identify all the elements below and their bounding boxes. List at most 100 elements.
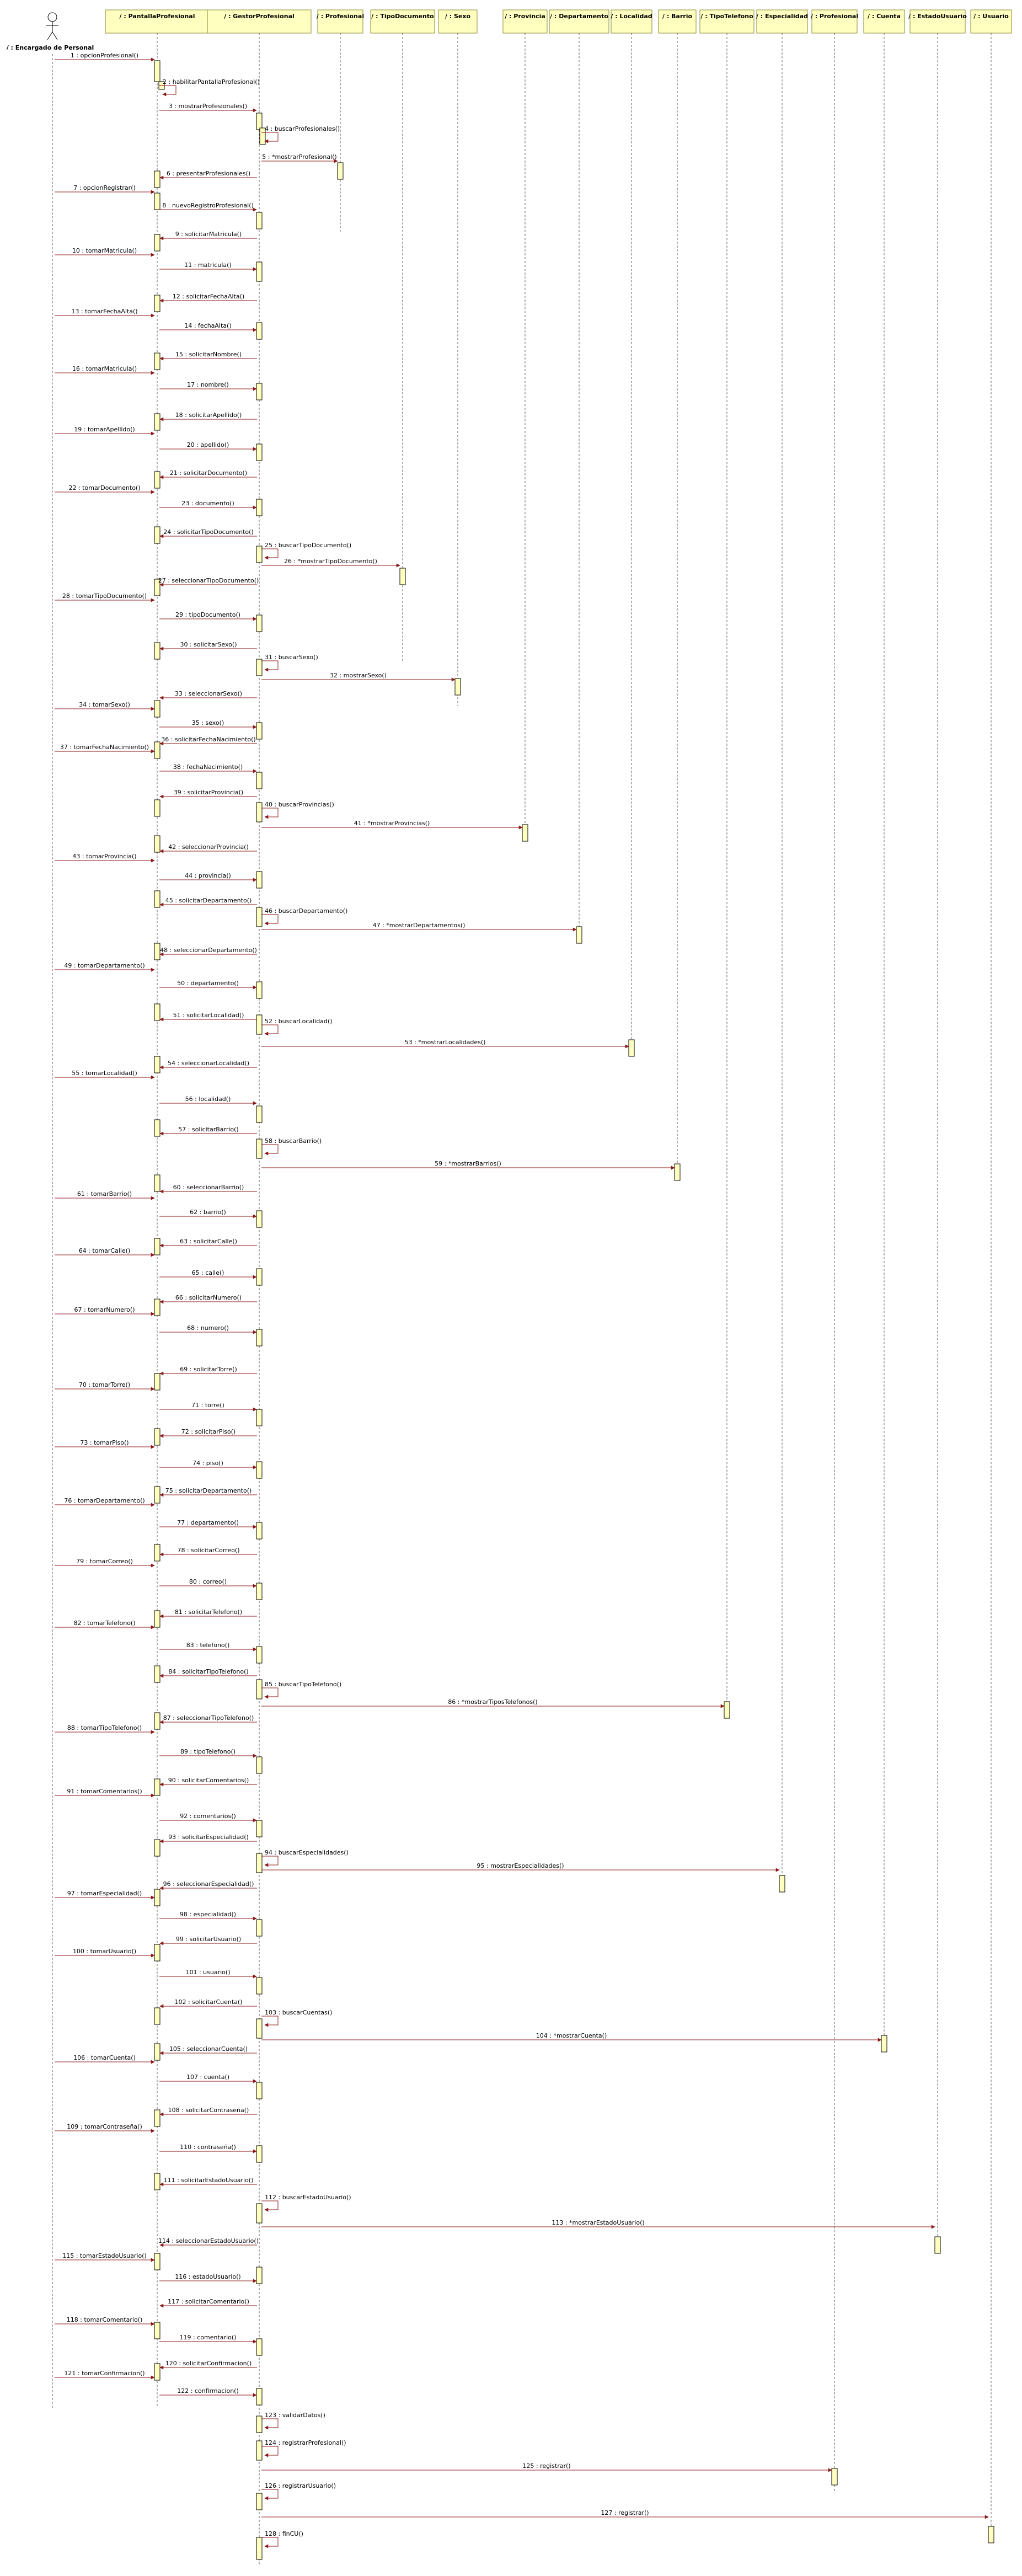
participant: / : Sexo — [438, 9, 478, 706]
message-label: 6 : presentarProfesionales() — [167, 170, 250, 177]
message-arrow — [261, 1856, 279, 1867]
message: 35 : sexo() — [159, 719, 257, 729]
activation-bar — [256, 2018, 263, 2039]
message-label: 21 : solicitarDocumento() — [170, 469, 247, 477]
message: 47 : *mostrarDepartamentos() — [261, 922, 577, 932]
activation-bar — [154, 835, 160, 853]
message: 24 : solicitarTipoDocumento() — [159, 528, 257, 538]
message: 113 : *mostrarEstadoUsuario() — [261, 2219, 935, 2229]
participant-box — [317, 9, 363, 34]
message-label: 64 : tomarCalle() — [79, 1247, 131, 1254]
activation-bar — [256, 2537, 263, 2560]
activation-bar — [256, 722, 263, 740]
activation-bar — [256, 2267, 263, 2284]
message: 29 : tipoDocumento() — [159, 611, 257, 621]
message-label: 108 : solicitarContraseña() — [168, 2107, 249, 2114]
message-label: 128 : finCU() — [265, 2530, 303, 2537]
message-label: 88 : tomarTipoTelefono() — [67, 1724, 142, 1731]
message-label: 80 : correo() — [189, 1578, 227, 1585]
message-label: 47 : *mostrarDepartamentos() — [373, 922, 465, 929]
message: 52 : buscarLocalidad() — [261, 1018, 333, 1036]
message: 121 : tomarConfirmacion() — [55, 2370, 155, 2380]
message-label: 125 : registrar() — [522, 2462, 570, 2470]
message-label: 122 : confirmacion() — [177, 2387, 239, 2395]
message: 19 : tomarApellido() — [55, 426, 155, 436]
message: 67 : tomarNumero() — [55, 1306, 155, 1316]
activation-bar — [256, 443, 263, 461]
message-label: 1 : opcionProfesional() — [71, 52, 138, 59]
message-label: 15 : solicitarNombre() — [175, 351, 242, 358]
message: 45 : solicitarDepartamento() — [159, 897, 257, 907]
activation-bar — [724, 1701, 730, 1719]
message-arrow — [261, 1687, 279, 1699]
activation-bar — [154, 170, 160, 188]
message: 69 : solicitarTorre() — [159, 1366, 257, 1376]
participant-box — [863, 9, 905, 34]
message-label: 53 : *mostrarLocalidades() — [405, 1039, 486, 1046]
message-label: 50 : departamento() — [177, 980, 239, 987]
message: 9 : solicitarMatricula() — [159, 231, 257, 241]
activation-bar — [154, 1778, 160, 1796]
activation-bar — [154, 1056, 160, 1073]
participant-label: / : TipoTelefono — [700, 13, 753, 20]
message: 125 : registrar() — [261, 2462, 832, 2472]
activation-bar — [154, 579, 160, 596]
message: 107 : cuenta() — [159, 2073, 257, 2083]
message: 99 : solicitarUsuario() — [159, 1936, 257, 1946]
message: 48 : seleccionarDepartamento() — [159, 947, 257, 956]
message-label: 19 : tomarApellido() — [74, 426, 135, 433]
message-label: 10 : tomarMatricula() — [72, 247, 137, 254]
message: 61 : tomarBarrio() — [55, 1190, 155, 1200]
activation-bar — [256, 772, 263, 789]
message: 97 : tomarEspecialidad() — [55, 1890, 155, 1900]
message: 85 : buscarTipoTelefono() — [261, 1681, 341, 1699]
message: 115 : tomarEstadoUsuario() — [55, 2252, 155, 2262]
message-label: 23 : documento() — [181, 500, 234, 507]
message: 79 : tomarCorreo() — [55, 1558, 155, 1568]
message: 80 : correo() — [159, 1578, 257, 1588]
activation-bar — [154, 2253, 160, 2270]
message: 25 : buscarTipoDocumento() — [261, 542, 351, 560]
message: 94 : buscarEspecialidades() — [261, 1849, 349, 1867]
message-label: 93 : solicitarEspecialidad() — [168, 1834, 249, 1841]
activation-bar — [154, 1839, 160, 1857]
message-label: 8 : nuevoRegistroProfesional() — [162, 202, 254, 209]
activation-bar — [154, 1889, 160, 1906]
activation-bar — [934, 2236, 941, 2254]
message-label: 114 : seleccionarEstadoUsuario() — [158, 2237, 259, 2244]
message: 34 : tomarSexo() — [55, 701, 155, 711]
message: 27 : seleccionarTipoDocumento() — [158, 577, 259, 587]
activation-bar — [256, 2440, 263, 2461]
message-label: 22 : tomarDocumento() — [68, 484, 140, 491]
message-arrow — [261, 2489, 279, 2500]
activation-bar — [576, 926, 582, 944]
message-label: 17 : nombre() — [187, 381, 229, 388]
message-label: 101 : usuario() — [185, 1969, 230, 1976]
stick-figure-icon — [47, 12, 57, 22]
activation-bar — [154, 741, 160, 759]
message-label: 87 : seleccionarTipoTelefono() — [163, 1714, 254, 1722]
message: 18 : solicitarApellido() — [159, 411, 257, 421]
message-label: 30 : solicitarSexo() — [180, 641, 237, 648]
message-label: 92 : comentarios() — [180, 1813, 236, 1820]
activation-bar — [259, 127, 266, 145]
message: 128 : finCU() — [261, 2530, 303, 2548]
activation-bar — [256, 499, 263, 516]
message-label: 78 : solicitarCorreo() — [177, 1547, 239, 1554]
message: 116 : estadoUsuario() — [159, 2273, 257, 2283]
message: 56 : localidad() — [159, 1095, 257, 1105]
message: 53 : *mostrarLocalidades() — [261, 1039, 629, 1049]
participant: / : Profesional — [317, 9, 364, 232]
message-label: 106 : tomarCuenta() — [73, 2054, 136, 2061]
message-label: 42 : seleccionarProvincia() — [168, 843, 249, 851]
activation-bar — [256, 212, 263, 229]
participant-label: / : Barrio — [662, 13, 693, 20]
participant-label: / : GestorProfesional — [224, 13, 295, 20]
activation-bar — [154, 799, 160, 817]
message: 95 : mostrarEspecialidades() — [261, 1862, 780, 1872]
message-label: 112 : buscarEstadoUsuario() — [265, 2194, 351, 2201]
message-label: 34 : tomarSexo() — [79, 701, 130, 708]
activation-bar — [256, 1210, 263, 1228]
message-label: 12 : solicitarFechaAlta() — [173, 293, 244, 300]
activation-bar — [256, 1329, 263, 1346]
